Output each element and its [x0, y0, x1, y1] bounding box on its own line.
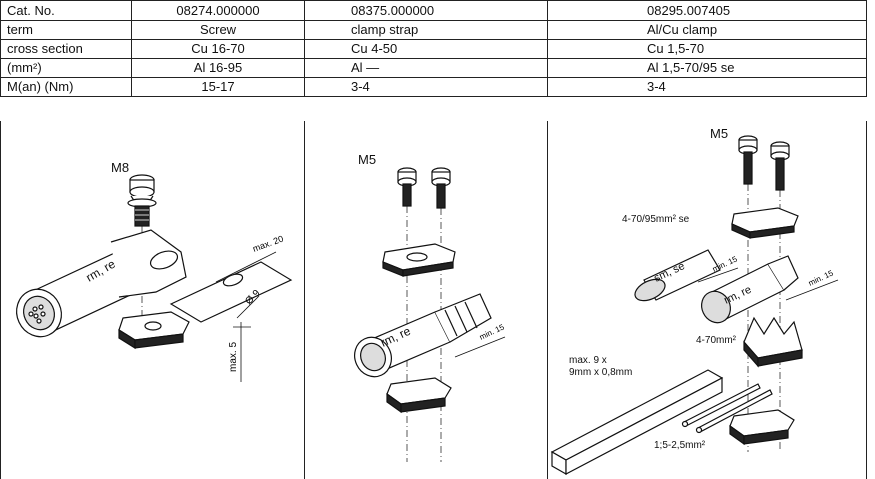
table-row-mm2: (mm²) Al 16-95 Al — Al 1,5-70/95 se: [0, 58, 867, 78]
cable-lug-icon: [16, 229, 293, 338]
header-cat-08375: 08375.000000: [304, 0, 548, 21]
header-cat-no: Cat. No.: [0, 0, 132, 21]
row-label: (mm²): [0, 58, 132, 78]
table-row-torque: M(an) (Nm) 15-17 3-4 3-4: [0, 77, 867, 97]
cell-value: 3-4: [304, 77, 548, 97]
cell-value: Al/Cu clamp: [547, 20, 867, 40]
thread-label: M5: [358, 152, 376, 167]
screw-pair-icon: [738, 135, 790, 452]
cell-value: Cu 4-50: [304, 39, 548, 59]
bar-label-1: max. 9 x: [569, 355, 607, 366]
dim-min-15-a: min. 15: [711, 254, 739, 273]
frame-divider-1: [304, 121, 305, 479]
dim-max-5: max. 5: [228, 342, 239, 372]
clamp-base-icon: [118, 311, 190, 350]
thread-label: M5: [710, 126, 728, 141]
wire-label: 1;5-2,5mm²: [654, 440, 706, 451]
label-4-70-95-se: 4-70/95mm² se: [622, 214, 690, 225]
strap-icon: [731, 207, 799, 239]
spec-table: Cat. No. 08274.000000 08375.000000 08295…: [0, 0, 867, 97]
label-4-70: 4-70mm²: [696, 335, 737, 346]
round-cable-icon: [701, 255, 799, 324]
cell-value: Screw: [131, 20, 305, 40]
cable-icon: [354, 293, 492, 378]
strap-icon: [382, 243, 456, 277]
bar-label-2: 9mm x 0,8mm: [569, 367, 632, 378]
row-label: term: [0, 20, 132, 40]
cell-value: Cu 1,5-70: [547, 39, 867, 59]
frame-left-line: [0, 121, 1, 479]
frame-divider-2: [547, 121, 548, 479]
table-row-term: term Screw clamp strap Al/Cu clamp: [0, 20, 867, 40]
cell-value: 3-4: [547, 77, 867, 97]
cell-value: Cu 16-70: [131, 39, 305, 59]
cell-value: 15-17: [131, 77, 305, 97]
cell-value: Al 16-95: [131, 58, 305, 78]
cell-value: clamp strap: [304, 20, 548, 40]
drawing-alcu-clamp: M5 4-70/95mm² se 4-70mm² max. 9 x 9mm x …: [550, 126, 839, 476]
row-label: cross section: [0, 39, 132, 59]
dim-min-15-b: min. 15: [807, 268, 835, 287]
dim-max-20: max. 20: [251, 234, 285, 254]
row-label: M(an) (Nm): [0, 77, 132, 97]
drawing-clamp-strap: M5 rm, re min. 15: [354, 152, 506, 462]
frame-right-line: [866, 121, 867, 479]
cell-value: Al 1,5-70/95 se: [547, 58, 867, 78]
table-header-row: Cat. No. 08274.000000 08375.000000 08295…: [0, 0, 867, 21]
thread-label: M8: [111, 160, 129, 175]
table-row-cross-section: cross section Cu 16-70 Cu 4-50 Cu 1,5-70: [0, 39, 867, 59]
clamp-base-icon: [386, 377, 452, 414]
cell-value: Al —: [304, 58, 548, 78]
sector-cable-icon: [634, 249, 721, 302]
dim-min-15: min. 15: [478, 322, 506, 341]
busbar-icon: [550, 369, 724, 476]
header-cat-08274: 08274.000000: [131, 0, 305, 21]
clamp-base-icon: [729, 409, 795, 446]
header-cat-08295: 08295.007405: [547, 0, 867, 21]
drawing-screw-lug: M8 rm, re: [16, 160, 293, 382]
wire-icon: [681, 383, 773, 434]
spring-clip-icon: [743, 316, 803, 368]
